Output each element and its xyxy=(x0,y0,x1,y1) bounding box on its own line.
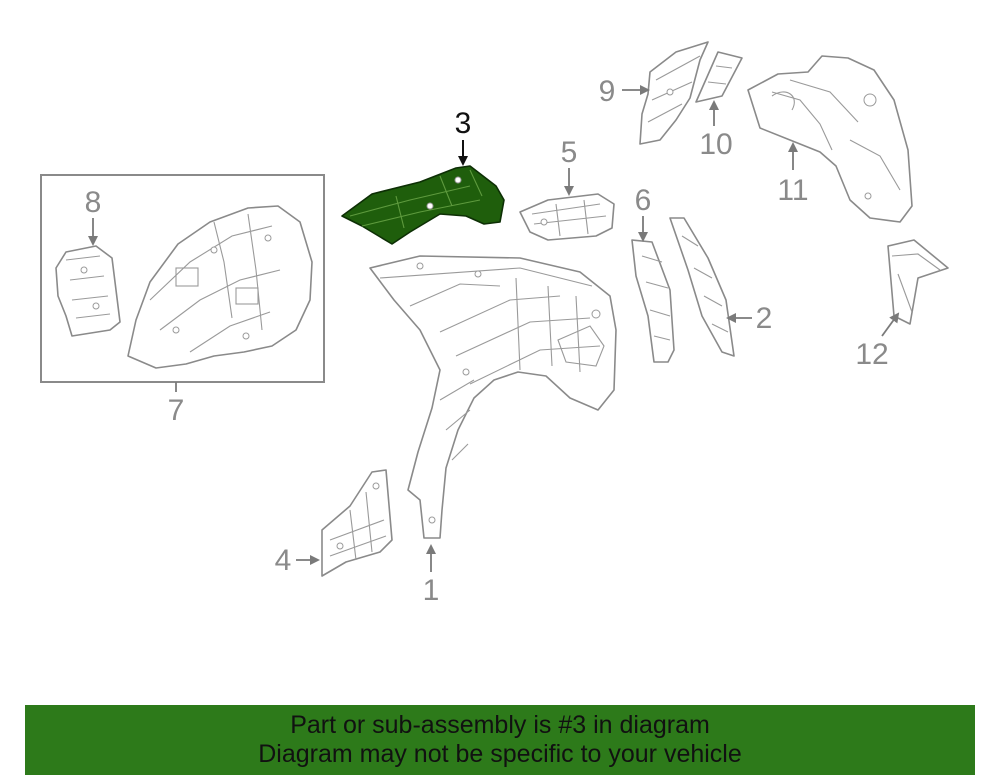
svg-text:6: 6 xyxy=(635,184,652,217)
callout-6: 6 xyxy=(635,184,652,242)
banner-line-1: Part or sub-assembly is #3 in diagram xyxy=(290,711,710,739)
callout-9: 9 xyxy=(599,75,650,108)
callout-4: 4 xyxy=(275,544,320,577)
svg-text:5: 5 xyxy=(561,136,578,169)
callout-5: 5 xyxy=(561,136,578,196)
part-8-inner-bracket[interactable] xyxy=(55,245,121,337)
part-11-rear-extension[interactable] xyxy=(747,55,913,223)
part-2-pillar-panel[interactable] xyxy=(669,217,735,357)
svg-text:11: 11 xyxy=(777,174,808,207)
callout-8: 8 xyxy=(85,186,102,246)
part-5-reinforcement[interactable] xyxy=(519,193,615,241)
callout-3: 3 xyxy=(455,107,472,166)
part-10-gusset[interactable] xyxy=(695,51,743,103)
callout-11: 11 xyxy=(777,142,809,207)
callout-7: 7 xyxy=(168,382,185,427)
part-7-wheelhouse-assembly[interactable] xyxy=(127,205,313,369)
svg-text:4: 4 xyxy=(275,544,292,577)
svg-text:3: 3 xyxy=(455,107,472,140)
callout-2: 2 xyxy=(726,302,773,335)
inset-frame xyxy=(40,174,325,383)
svg-text:1: 1 xyxy=(423,574,440,607)
svg-text:8: 8 xyxy=(85,186,102,219)
part-1-quarter-inner-panel[interactable] xyxy=(369,255,617,539)
svg-text:7: 7 xyxy=(168,394,185,427)
part-6-pillar-reinforcement[interactable] xyxy=(631,239,675,363)
part-12-corner-bracket[interactable] xyxy=(887,239,949,325)
svg-text:12: 12 xyxy=(855,338,888,371)
parts-diagram: 1 2 3 4 5 6 7 8 9 10 11 12 xyxy=(40,41,949,607)
info-banner: Part or sub-assembly is #3 in diagram Di… xyxy=(25,705,975,775)
part-9-upper-bracket[interactable] xyxy=(639,41,709,145)
callout-10: 10 xyxy=(699,100,733,161)
banner-line-2: Diagram may not be specific to your vehi… xyxy=(258,740,742,768)
svg-text:9: 9 xyxy=(599,75,616,108)
callout-1: 1 xyxy=(423,544,440,607)
part-3-rail-extension[interactable] xyxy=(341,165,505,245)
part-4-lower-bracket[interactable] xyxy=(321,469,393,577)
svg-text:2: 2 xyxy=(756,302,773,335)
callout-12: 12 xyxy=(855,312,900,371)
svg-text:10: 10 xyxy=(699,128,732,161)
